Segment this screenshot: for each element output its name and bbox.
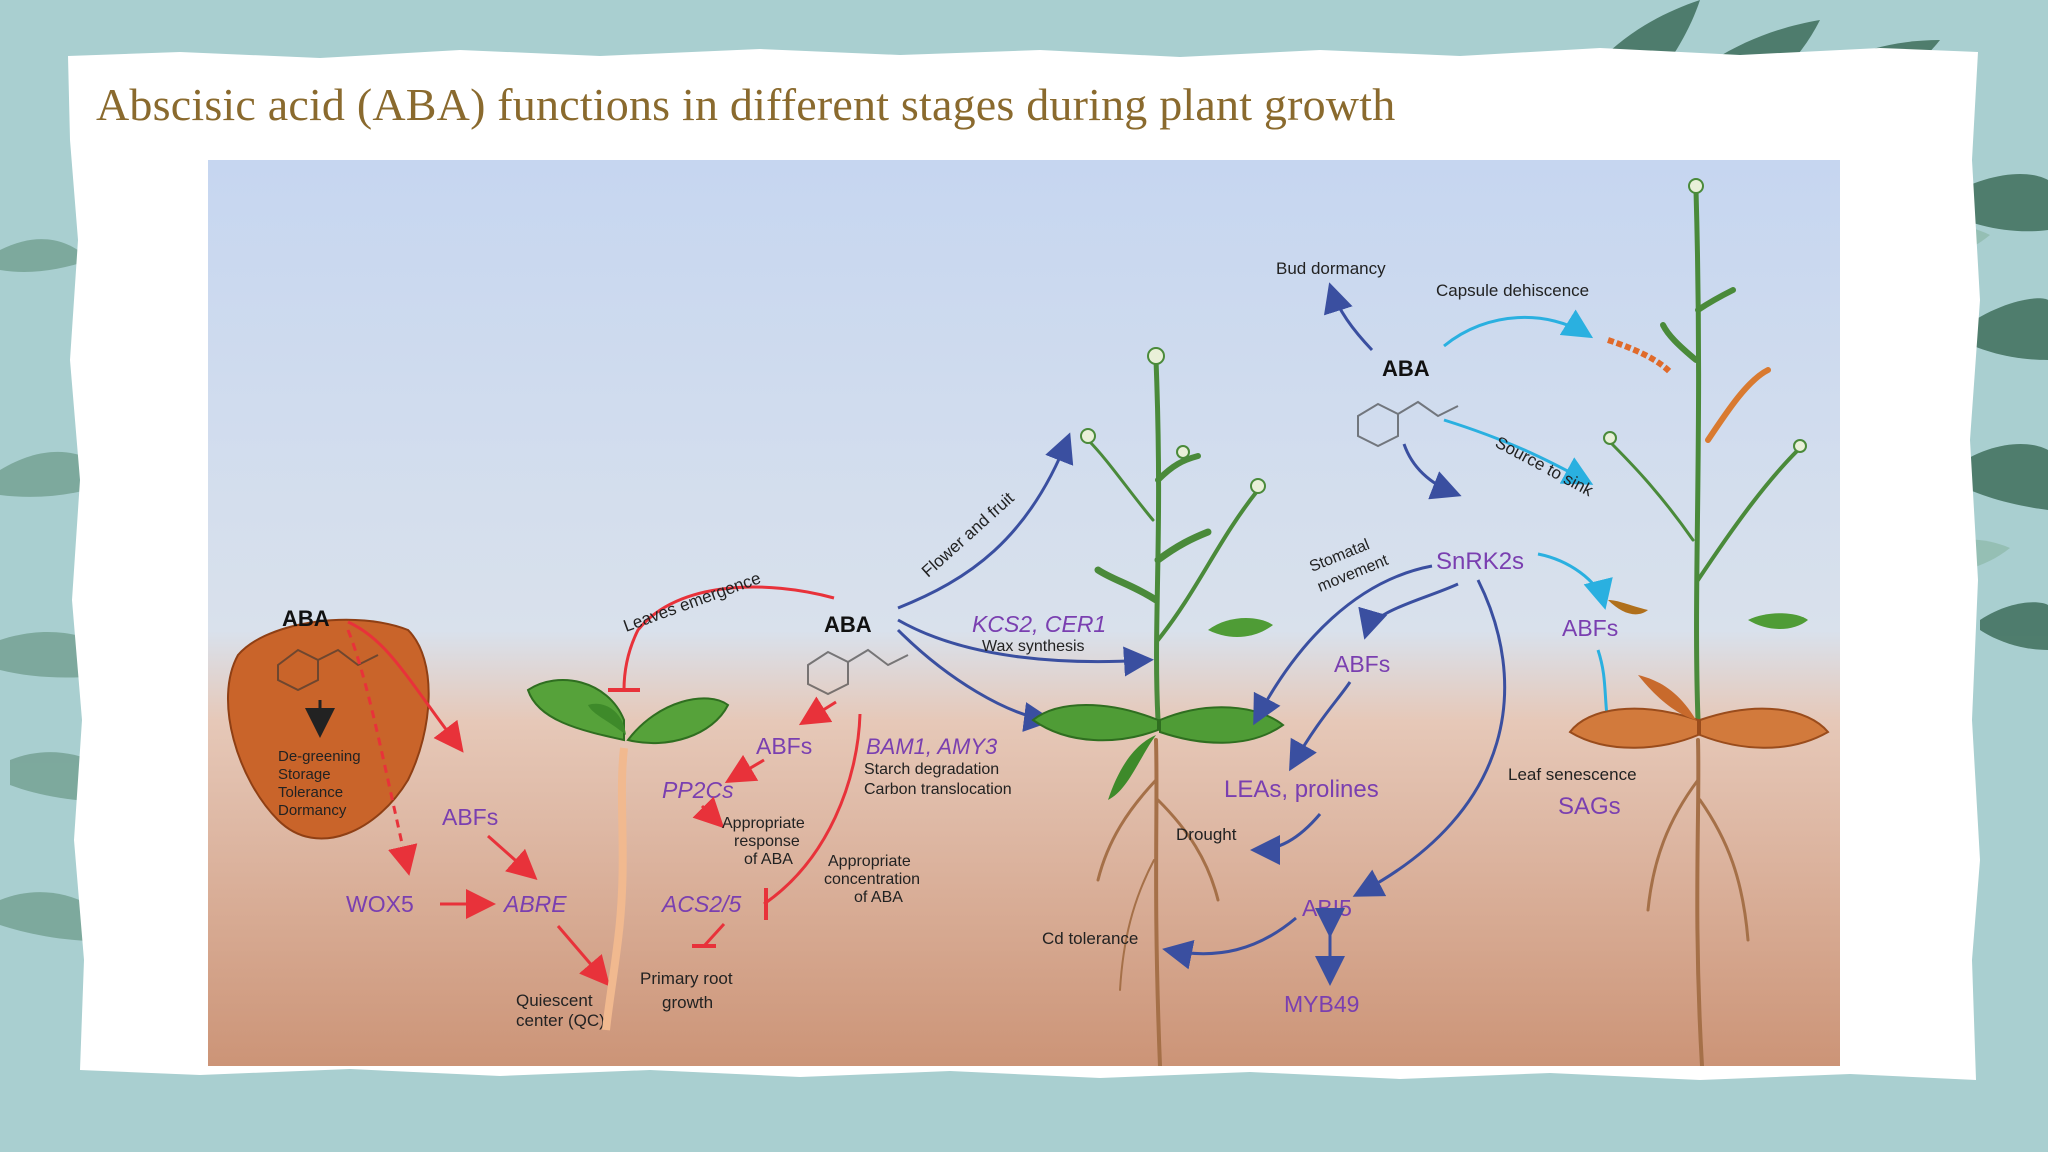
seed-qc-line2: center (QC) [516,1011,605,1030]
response-line2: response [734,833,800,850]
arrow-pp2cs-response [692,796,725,829]
abi5-label: ABI5 [1302,895,1352,921]
carbon-label: Carbon translocation [864,781,1012,798]
leaf-senescence-label: Leaf senescence [1508,765,1637,784]
aba-diagram: ABA De-greening Storage Tolerance Dorman… [208,160,1840,1066]
kcs-label: KCS2, CER1 [972,611,1106,637]
arrow-aba-wox5-dashed [346,629,418,876]
arrow-flower-fruit [897,432,1074,610]
arrow-leas-drought [1250,813,1322,865]
seedling-abfs-label: ABFs [756,733,812,759]
seedling-aba-structure [807,648,909,696]
arrow-abre-qc [556,925,610,987]
arrow-aba-kcs [897,618,1154,677]
primary-root-line2: growth [662,993,713,1012]
bud-dormancy-label: Bud dormancy [1276,259,1386,278]
myb49-label: MYB49 [1284,991,1359,1017]
right-plant [1568,178,1830,1066]
seedling-left-leaf [526,679,625,742]
arrow-aba-abfs-seedling [798,696,837,726]
seed-abfs-label: ABFs [442,804,498,830]
seed-qc-line1: Quiescent [516,991,593,1010]
snrk2s-label: SnRK2s [1436,548,1524,575]
seedling-aba-label: ABA [824,612,872,637]
seed-effect-degreening: De-greening [278,748,361,765]
mature-aba-structure [1357,400,1459,448]
sags-label: SAGs [1558,793,1621,820]
seed-effect-tolerance: Tolerance [278,784,343,801]
arrow-snrk2s-right-abfs [1537,552,1613,610]
arrow-snrk2s-abi5 [1352,579,1507,897]
arrow-abfs-abre [487,834,538,880]
seed-aba-label: ABA [282,606,330,631]
mid-abfs-label: ABFs [1334,651,1390,677]
cd-tolerance-label: Cd tolerance [1042,929,1138,948]
capsule-pod [1607,337,1673,375]
right-abfs-label: ABFs [1562,615,1618,641]
arrow-aba-source-sink [1443,418,1594,485]
leas-label: LEAs, prolines [1224,776,1379,803]
capsule-label: Capsule dehiscence [1436,281,1589,300]
primary-root-line1: Primary root [640,969,733,988]
seed-wox5-label: WOX5 [346,891,414,917]
seed-effect-storage: Storage [278,766,331,783]
seedling-small-leaf [588,703,626,735]
seed-effect-dormancy: Dormancy [278,802,347,819]
bam-label: BAM1, AMY3 [866,734,998,759]
arrow-abfs-leas [1289,681,1352,772]
arrow-leaves-emergence [622,585,835,691]
concentration-line1: Appropriate [828,853,911,870]
slide-title: Abscisic acid (ABA) functions in differe… [96,79,1396,130]
inhibit-aba-acs [763,713,862,906]
seed-aba-structure [277,648,379,692]
inhibit-acs-root [702,922,726,948]
arrow-aba-bud [1323,282,1374,352]
arrow-aba-abfs [347,620,464,753]
arrow-aba-bam [896,628,1054,732]
arrow-abi5-cd [1162,916,1297,970]
response-line1: Appropriate [722,815,805,832]
arrow-aba-snrk2s [1402,443,1462,500]
concentration-line3: of ABA [854,889,903,906]
arrow-snrk2s-stomatal [1253,564,1433,726]
arrow-aba-capsule [1443,309,1594,348]
wax-label: Wax synthesis [982,638,1085,655]
seedling-right-leaf [626,697,730,744]
arrow-abfs-pp2cs [724,754,765,784]
middle-plant [1031,347,1285,1066]
acs-label: ACS2/5 [660,891,741,917]
mature-aba-label: ABA [1382,356,1430,381]
pp2cs-label: PP2Cs [662,777,734,803]
arrow-snrk2s-abfs [1358,582,1459,640]
response-line3: of ABA [744,851,793,868]
drought-label: Drought [1176,825,1237,844]
concentration-line2: concentration [824,871,920,888]
seed-abre-label: ABRE [502,891,567,917]
starch-label: Starch degradation [864,761,999,778]
seedling-root [602,747,628,1031]
